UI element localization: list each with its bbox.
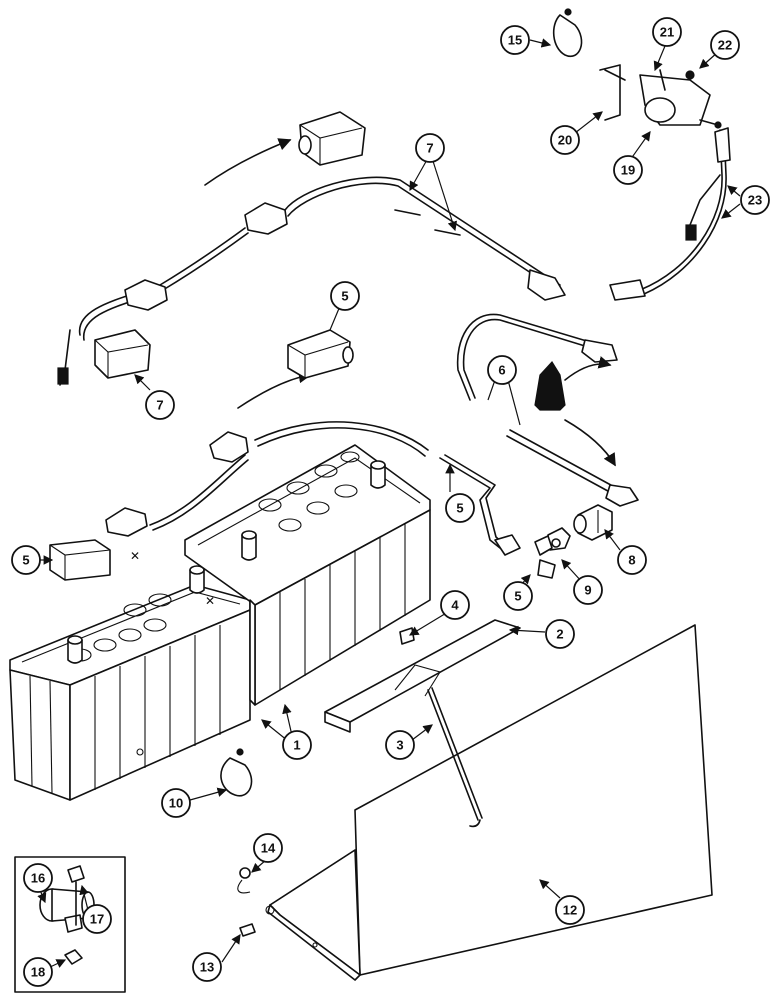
- callout-23: 23: [740, 185, 770, 215]
- callout-6: 6: [487, 355, 517, 385]
- svg-text:✕: ✕: [205, 594, 215, 608]
- svg-text:5: 5: [22, 553, 29, 568]
- svg-text:1: 1: [293, 738, 300, 753]
- svg-text:7: 7: [156, 398, 163, 413]
- terminal-boot-7a: [298, 111, 366, 166]
- terminal-boot-5a: [287, 329, 354, 379]
- svg-text:9: 9: [584, 583, 591, 598]
- svg-text:✕: ✕: [130, 549, 140, 563]
- callout-7-boot: 7: [145, 390, 175, 420]
- svg-text:12: 12: [563, 903, 577, 918]
- callout-22: 22: [710, 30, 740, 60]
- solenoid-assembly: [599, 64, 722, 129]
- callout-17: 17: [82, 904, 112, 934]
- rear-battery: ✕: [130, 444, 431, 706]
- front-battery: ✕: [9, 565, 251, 801]
- callout-14: 14: [253, 833, 283, 863]
- callout-8: 8: [617, 545, 647, 575]
- callout-13: 13: [192, 952, 222, 982]
- svg-text:2: 2: [556, 627, 563, 642]
- callout-5-boot-left: 5: [11, 545, 41, 575]
- callout-12: 12: [555, 895, 585, 925]
- svg-text:16: 16: [31, 871, 45, 886]
- battery-tray: [265, 624, 713, 981]
- svg-text:3: 3: [396, 738, 403, 753]
- svg-text:8: 8: [628, 553, 635, 568]
- svg-text:14: 14: [261, 841, 276, 856]
- svg-text:10: 10: [169, 796, 183, 811]
- callout-16: 16: [23, 863, 53, 893]
- svg-text:7: 7: [426, 141, 433, 156]
- callout-5-boot-top: 5: [330, 281, 360, 311]
- svg-text:17: 17: [90, 912, 104, 927]
- battery-cable-set: [105, 370, 521, 556]
- main-cable-set: [57, 138, 566, 386]
- svg-text:19: 19: [621, 163, 635, 178]
- callout-7-cable: 7: [415, 133, 445, 163]
- svg-text:13: 13: [200, 960, 214, 975]
- callout-2: 2: [545, 619, 575, 649]
- callout-3: 3: [385, 730, 415, 760]
- callout-20: 20: [550, 125, 580, 155]
- svg-text:20: 20: [558, 133, 572, 148]
- solenoid-cables: [609, 127, 731, 301]
- nut-14: [237, 867, 251, 894]
- svg-text:21: 21: [660, 25, 674, 40]
- terminal-boot-7b: [94, 329, 151, 379]
- svg-text:18: 18: [31, 965, 45, 980]
- svg-text:5: 5: [514, 589, 521, 604]
- callout-4: 4: [440, 590, 470, 620]
- svg-text:4: 4: [451, 598, 459, 613]
- callout-9: 9: [573, 575, 603, 605]
- callout-10: 10: [161, 788, 191, 818]
- hold-down-bracket: [324, 619, 521, 733]
- cable-strap-10: [220, 748, 253, 797]
- terminal-boot-5b: [49, 539, 111, 581]
- bolt-13: [239, 923, 256, 937]
- callout-18: 18: [23, 957, 53, 987]
- svg-text:5: 5: [341, 289, 348, 304]
- svg-text:5: 5: [456, 501, 463, 516]
- svg-text:6: 6: [498, 363, 505, 378]
- callout-5-cable: 5: [445, 493, 475, 523]
- hold-down-rod: [427, 687, 483, 828]
- callout-15: 15: [500, 25, 530, 55]
- svg-text:23: 23: [748, 193, 762, 208]
- leader-lines: [37, 38, 741, 969]
- cable-strap-15: [552, 8, 583, 58]
- callout-5-washer: 5: [503, 581, 533, 611]
- ground-cable: [456, 313, 639, 507]
- svg-text:22: 22: [718, 38, 732, 53]
- callout-21: 21: [652, 17, 682, 47]
- disconnect-switch: [534, 504, 613, 579]
- svg-text:15: 15: [508, 33, 522, 48]
- callout-1: 1: [282, 730, 312, 760]
- callout-19: 19: [613, 155, 643, 185]
